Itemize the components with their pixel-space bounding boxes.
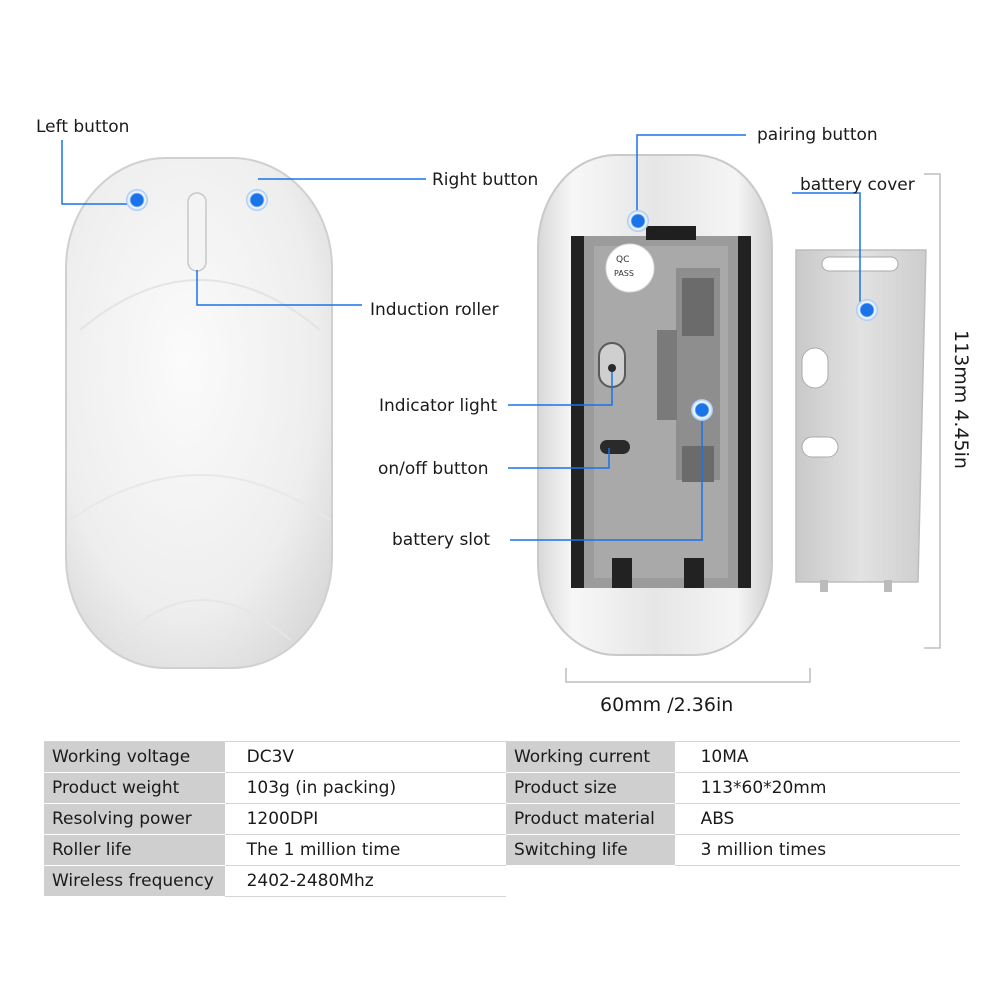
spec-value-2: 113*60*20mm [674, 772, 960, 804]
mouse-top-view [65, 157, 333, 669]
spec-key-2: Product material [505, 803, 675, 835]
battery-cover-marker [856, 299, 878, 321]
label-indicator-light: Indicator light [379, 396, 498, 416]
roller-strip [187, 192, 207, 272]
label-battery-slot: battery slot [392, 530, 491, 550]
spec-value-2: 10MA [674, 741, 960, 773]
label-pairing-button: pairing button [757, 125, 878, 145]
spec-value: DC3V [224, 741, 506, 773]
callout-dots [126, 189, 878, 421]
spec-value-2: 3 million times [674, 834, 960, 866]
battery-slot-marker [691, 399, 713, 421]
height-dimension: 113mm 4.45in [950, 330, 972, 469]
spec-key: Roller life [44, 834, 225, 866]
spec-value-2: ABS [674, 803, 960, 835]
label-battery-cover: battery cover [800, 175, 915, 195]
spec-key-2 [505, 865, 675, 897]
spec-value: 2402-2480Mhz [224, 865, 506, 897]
spec-value: The 1 million time [224, 834, 506, 866]
label-right-button: Right button [432, 170, 539, 190]
spec-key-2: Working current [505, 741, 675, 773]
spec-key: Wireless frequency [44, 865, 225, 897]
power-switch [600, 440, 630, 454]
left-button-marker [126, 189, 148, 211]
spec-value-2 [674, 865, 960, 897]
sticker-qc: QC [616, 255, 629, 265]
callout-lines [61, 134, 861, 541]
right-button-marker [246, 189, 268, 211]
battery-cover-part [795, 249, 927, 592]
pairing-button-marker [627, 210, 649, 232]
spec-value: 1200DPI [224, 803, 506, 835]
spec-key: Resolving power [44, 803, 225, 835]
spec-key-2: Product size [505, 772, 675, 804]
width-dimension: 60mm /2.36in [600, 694, 734, 716]
label-on-off-button: on/off button [378, 459, 489, 479]
dimension-lines [565, 173, 941, 683]
spec-key: Product weight [44, 772, 225, 804]
label-induction-roller: Induction roller [370, 300, 499, 320]
qc-sticker [605, 243, 655, 293]
spec-key: Working voltage [44, 741, 225, 773]
sticker-pass: PASS [614, 269, 634, 278]
spec-key-2: Switching life [505, 834, 675, 866]
spec-value: 103g (in packing) [224, 772, 506, 804]
label-left-button: Left button [36, 117, 130, 137]
